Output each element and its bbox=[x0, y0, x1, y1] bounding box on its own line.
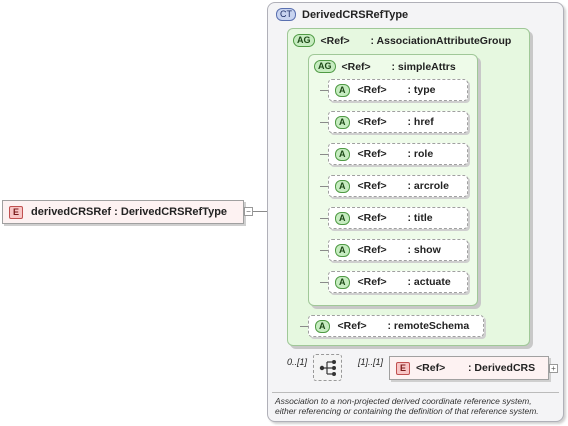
attr-tick bbox=[300, 326, 308, 327]
child-element-derivedcrs[interactable]: E <Ref> : DerivedCRS bbox=[389, 356, 549, 380]
attribute-ref: <Ref> bbox=[337, 320, 367, 332]
attribute-type[interactable]: A <Ref> : type bbox=[328, 79, 468, 101]
attribute-icon: A bbox=[335, 179, 350, 193]
attribute-icon: A bbox=[315, 319, 330, 333]
complex-type-title: DerivedCRSRefType bbox=[302, 8, 409, 21]
attribute-remoteschema[interactable]: A <Ref> : remoteSchema bbox=[308, 315, 484, 337]
attribute-name: : type bbox=[407, 84, 436, 96]
simpleattrs-header: AG <Ref> : simpleAttrs bbox=[314, 60, 456, 73]
attribute-arcrole[interactable]: A <Ref> : arcrole bbox=[328, 175, 468, 197]
left-cardinality: 0..[1] bbox=[287, 357, 308, 367]
attribute-ref: <Ref> bbox=[357, 84, 387, 96]
sequence-icon bbox=[319, 360, 336, 376]
attribute-name: : remoteSchema bbox=[387, 320, 470, 332]
attribute-show[interactable]: A <Ref> : show bbox=[328, 239, 468, 261]
attribute-name: : href bbox=[407, 116, 434, 128]
expand-toggle[interactable]: + bbox=[549, 364, 558, 373]
attr-tick bbox=[320, 122, 328, 123]
collapse-toggle[interactable]: − bbox=[244, 207, 253, 216]
attribute-icon: A bbox=[335, 243, 350, 257]
simpleattrs-icon: AG bbox=[314, 60, 336, 73]
attribute-icon: A bbox=[335, 275, 350, 289]
attr-tick bbox=[320, 154, 328, 155]
attribute-icon: A bbox=[335, 115, 350, 129]
attribute-name: : role bbox=[407, 148, 434, 160]
complex-type-header: CT DerivedCRSRefType bbox=[276, 8, 408, 21]
element-icon: E bbox=[396, 361, 411, 375]
root-element[interactable]: E derivedCRSRef : DerivedCRSRefType bbox=[2, 200, 244, 224]
attr-tick bbox=[320, 90, 328, 91]
attribute-group-header: AG <Ref> : AssociationAttributeGroup bbox=[293, 34, 511, 47]
attribute-ref: <Ref> bbox=[357, 212, 387, 224]
attr-tick bbox=[320, 186, 328, 187]
attribute-ref: <Ref> bbox=[357, 116, 387, 128]
child-element-name: : DerivedCRS bbox=[468, 362, 536, 374]
attribute-role[interactable]: A <Ref> : role bbox=[328, 143, 468, 165]
attr-tick bbox=[320, 250, 328, 251]
attribute-icon: A bbox=[335, 147, 350, 161]
root-element-label: derivedCRSRef : DerivedCRSRefType bbox=[31, 206, 228, 218]
attribute-ref: <Ref> bbox=[357, 148, 387, 160]
complex-type-icon: CT bbox=[276, 8, 296, 21]
attribute-group-icon: AG bbox=[293, 34, 315, 47]
attribute-name: : title bbox=[407, 212, 433, 224]
child-element-ref: <Ref> bbox=[416, 362, 446, 374]
description-line-1: Association to a non-projected derived c… bbox=[275, 396, 532, 406]
attr-tick bbox=[320, 218, 328, 219]
attr-tick bbox=[320, 282, 328, 283]
attribute-group-name: : AssociationAttributeGroup bbox=[370, 34, 512, 47]
attribute-icon: A bbox=[335, 83, 350, 97]
description-divider bbox=[272, 392, 559, 393]
description-line-2: either referencing or containing the def… bbox=[275, 406, 539, 416]
element-icon: E bbox=[9, 205, 24, 219]
attribute-ref: <Ref> bbox=[357, 276, 387, 288]
attribute-ref: <Ref> bbox=[357, 180, 387, 192]
attribute-name: : arcrole bbox=[407, 180, 449, 192]
attribute-href[interactable]: A <Ref> : href bbox=[328, 111, 468, 133]
simpleattrs-ref: <Ref> bbox=[341, 60, 371, 73]
attribute-group-ref: <Ref> bbox=[320, 34, 350, 47]
attribute-icon: A bbox=[335, 211, 350, 225]
description-text: Association to a non-projected derived c… bbox=[275, 396, 561, 416]
attribute-ref: <Ref> bbox=[357, 244, 387, 256]
simpleattrs-name: : simpleAttrs bbox=[391, 60, 456, 73]
sequence-compositor[interactable] bbox=[313, 354, 342, 381]
right-cardinality: [1]..[1] bbox=[358, 357, 384, 367]
attribute-name: : show bbox=[407, 244, 441, 256]
attribute-title[interactable]: A <Ref> : title bbox=[328, 207, 468, 229]
attribute-name: : actuate bbox=[407, 276, 451, 288]
attribute-actuate[interactable]: A <Ref> : actuate bbox=[328, 271, 468, 293]
